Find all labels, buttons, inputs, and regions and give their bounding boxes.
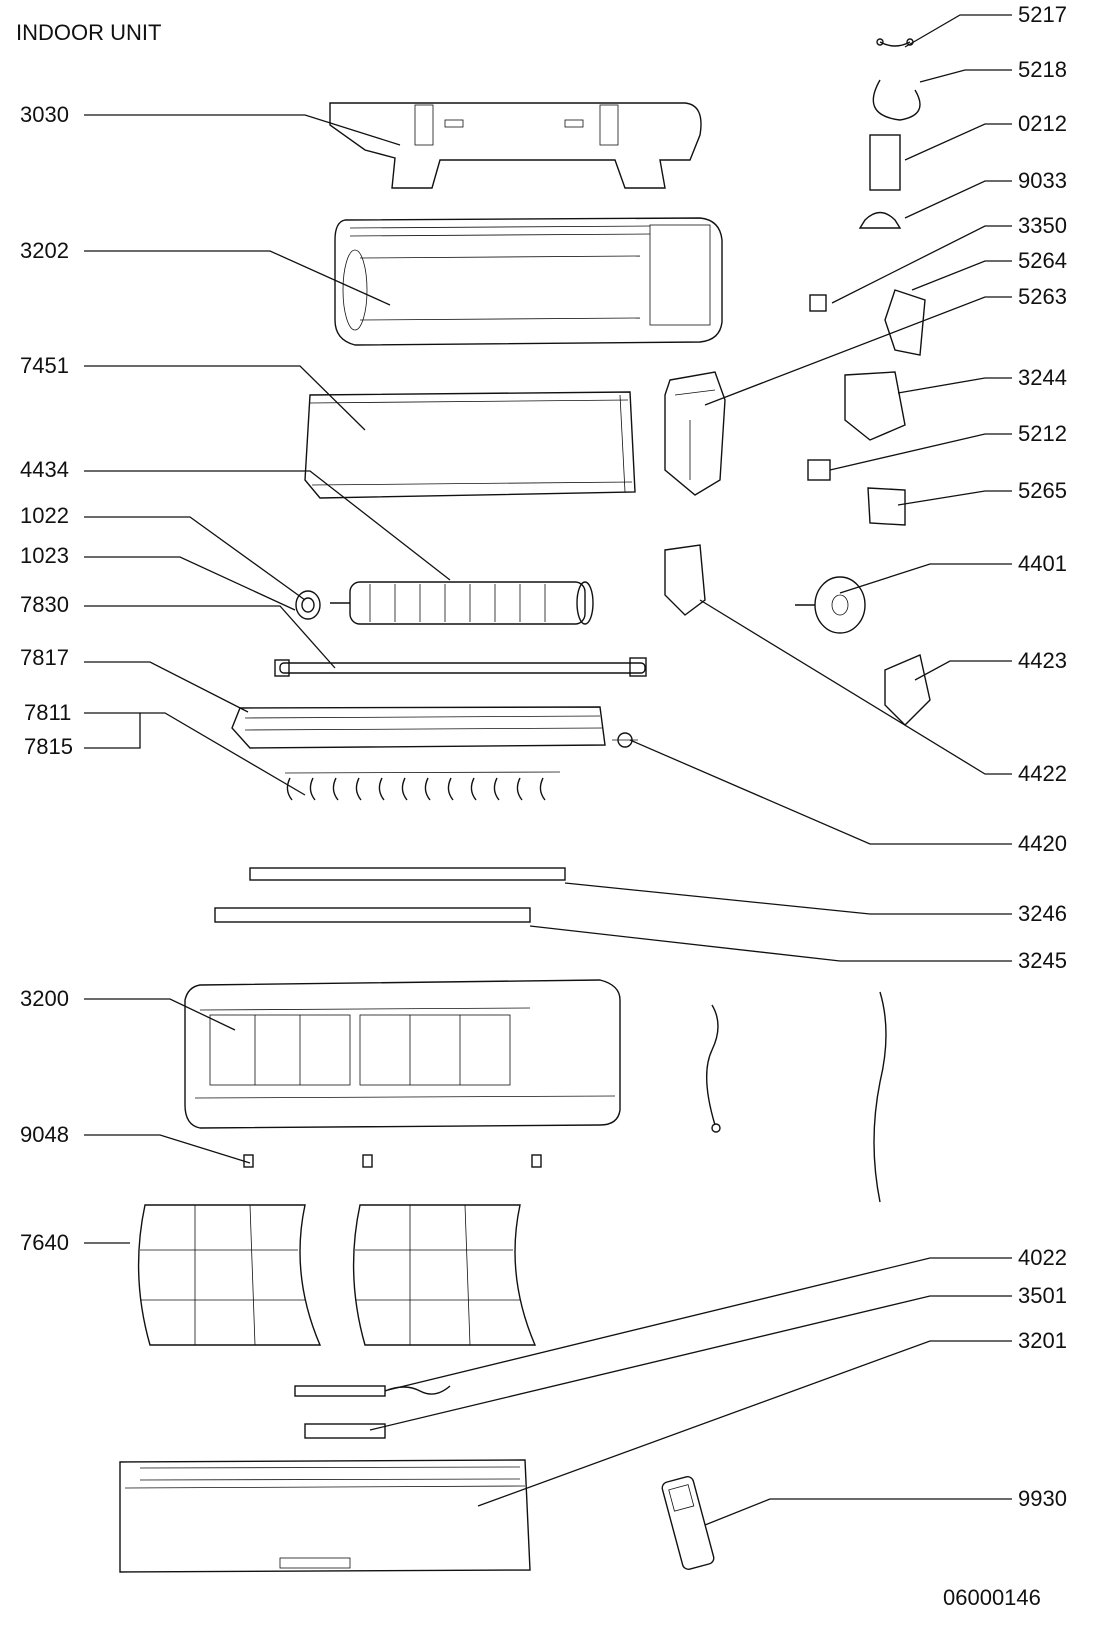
part-label-5212: 5212 xyxy=(1018,421,1067,446)
air-filter-left-7640 xyxy=(137,1204,322,1346)
switch-3350 xyxy=(809,294,827,312)
cover-5265 xyxy=(867,487,906,526)
part-label-9048: 9048 xyxy=(20,1122,69,1147)
part-label-1023: 1023 xyxy=(20,543,69,568)
part-label-3201: 3201 xyxy=(1018,1328,1067,1353)
part-label-4420: 4420 xyxy=(1018,831,1067,856)
part-label-4022: 4022 xyxy=(1018,1245,1067,1270)
part-label-4422: 4422 xyxy=(1018,761,1067,786)
wire-5218 xyxy=(872,79,921,121)
part-label-4423: 4423 xyxy=(1018,648,1067,673)
swing-rod-7830 xyxy=(274,657,647,677)
part-label-7811: 7811 xyxy=(24,700,71,725)
front-frame-3200 xyxy=(184,979,621,1129)
part-label-5218: 5218 xyxy=(1018,57,1067,82)
cross-flow-fan-4434 xyxy=(330,581,594,625)
part-label-1022: 1022 xyxy=(20,503,69,528)
bar-3246 xyxy=(249,867,566,881)
leader-lines-left xyxy=(84,114,451,1244)
part-label-3350: 3350 xyxy=(1018,213,1067,238)
bearing-holder-4422 xyxy=(664,544,706,616)
clamp-9033 xyxy=(858,211,902,229)
wire-5217 xyxy=(876,38,914,47)
part-label-4434: 4434 xyxy=(20,457,69,482)
motor-cover-4423 xyxy=(884,654,931,726)
part-label-4401: 4401 xyxy=(1018,551,1067,576)
part-label-5264: 5264 xyxy=(1018,248,1067,273)
remote-control-9930 xyxy=(661,1476,715,1570)
cable-a-end xyxy=(711,1123,721,1133)
terminal-5212 xyxy=(807,459,831,481)
part-label-7817: 7817 xyxy=(20,645,69,670)
part-label-7640: 7640 xyxy=(20,1230,69,1255)
screws-9048 xyxy=(243,1154,542,1168)
part-label-7815: 7815 xyxy=(24,734,73,759)
part-label-0212: 0212 xyxy=(1018,111,1067,136)
control-box-5263 xyxy=(664,371,726,496)
part-label-3501: 3501 xyxy=(1018,1283,1067,1308)
cable-b xyxy=(873,991,887,1203)
part-label-9033: 9033 xyxy=(1018,168,1067,193)
cable-a xyxy=(705,1004,719,1126)
evaporator-7451 xyxy=(304,391,636,499)
part-label-3200: 3200 xyxy=(20,986,69,1011)
part-label-3244: 3244 xyxy=(1018,365,1067,390)
front-cover-3201 xyxy=(119,1459,531,1573)
part-label-3246: 3246 xyxy=(1018,901,1067,926)
part-label-7451: 7451 xyxy=(20,353,69,378)
fan-motor-4401 xyxy=(795,576,866,634)
bar-3245 xyxy=(214,907,531,923)
part-label-3030: 3030 xyxy=(20,102,69,127)
part-label-3245: 3245 xyxy=(1018,948,1067,973)
part-label-5265: 5265 xyxy=(1018,478,1067,503)
chassis-3202 xyxy=(334,217,723,346)
pcb-box-3244 xyxy=(844,371,906,441)
part-label-5263: 5263 xyxy=(1018,284,1067,309)
mounting-plate-3030 xyxy=(329,102,702,189)
display-3501 xyxy=(304,1423,386,1439)
part-label-3202: 3202 xyxy=(20,238,69,263)
cover-5264 xyxy=(884,289,926,356)
drawing-number: 06000146 xyxy=(943,1585,1041,1610)
part-0212 xyxy=(869,134,901,191)
bushing-4420 xyxy=(612,732,638,748)
bearing-1022 xyxy=(295,590,321,620)
diagram-title: INDOOR UNIT xyxy=(16,20,161,45)
part-label-7830: 7830 xyxy=(20,592,69,617)
part-label-5217: 5217 xyxy=(1018,2,1067,27)
sensor-4022 xyxy=(294,1385,451,1397)
louver-blades-7811 xyxy=(284,771,561,801)
louver-assembly-7817 xyxy=(231,706,606,749)
part-label-9930: 9930 xyxy=(1018,1486,1067,1511)
air-filter-right-7640 xyxy=(352,1204,537,1346)
leader-lines-right xyxy=(369,14,1012,1526)
